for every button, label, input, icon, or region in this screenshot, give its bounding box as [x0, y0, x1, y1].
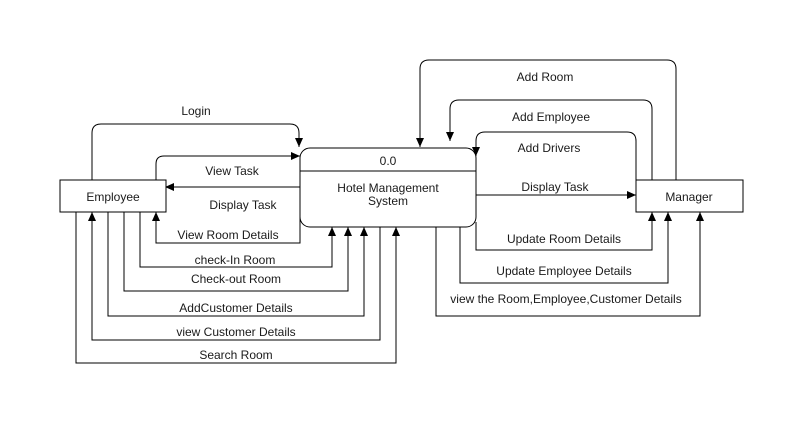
process-node: [299, 147, 477, 228]
view-task-flow: [155, 152, 300, 180]
add-customer-flow: [107, 212, 368, 317]
view-customer-label: view Customer Details: [176, 325, 295, 339]
login-label: Login: [181, 104, 210, 118]
process-name-line2: System: [368, 194, 408, 208]
display-task-mgr-label: Display Task: [521, 180, 589, 194]
manager-label: Manager: [665, 190, 712, 204]
check-out-label: Check-out Room: [191, 272, 281, 286]
add-room-flow: [416, 59, 677, 180]
view-all-label: view the Room,Employee,Customer Details: [450, 292, 681, 306]
update-employee-flow: [459, 212, 672, 284]
view-task-label: View Task: [205, 164, 260, 178]
view-room-details-flow: [152, 212, 301, 244]
process-number: 0.0: [380, 154, 397, 168]
view-customer-flow: [88, 212, 381, 341]
add-employee-label: Add Employee: [512, 110, 590, 124]
update-room-flow: [475, 212, 656, 251]
view-all-flow: [435, 212, 704, 317]
add-room-label: Add Room: [517, 70, 574, 84]
update-employee-label: Update Employee Details: [496, 264, 631, 278]
search-room-label: Search Room: [199, 348, 272, 362]
search-room-flow: [75, 212, 400, 364]
add-employee-flow: [446, 99, 653, 180]
check-in-label: check-In Room: [195, 253, 276, 267]
view-room-details-label: View Room Details: [177, 228, 278, 242]
add-drivers-flow: [472, 131, 637, 180]
login-flow: [91, 123, 303, 180]
add-customer-label: AddCustomer Details: [179, 301, 292, 315]
manager-entity: [635, 179, 744, 213]
check-out-flow: [123, 212, 352, 292]
display-task-emp-label: Display Task: [209, 198, 277, 212]
employee-entity: [59, 179, 167, 213]
update-room-label: Update Room Details: [507, 232, 621, 246]
process-name-line1: Hotel Management: [337, 181, 439, 195]
employee-label: Employee: [86, 190, 140, 204]
add-drivers-label: Add Drivers: [518, 141, 581, 155]
check-in-flow: [139, 212, 336, 268]
